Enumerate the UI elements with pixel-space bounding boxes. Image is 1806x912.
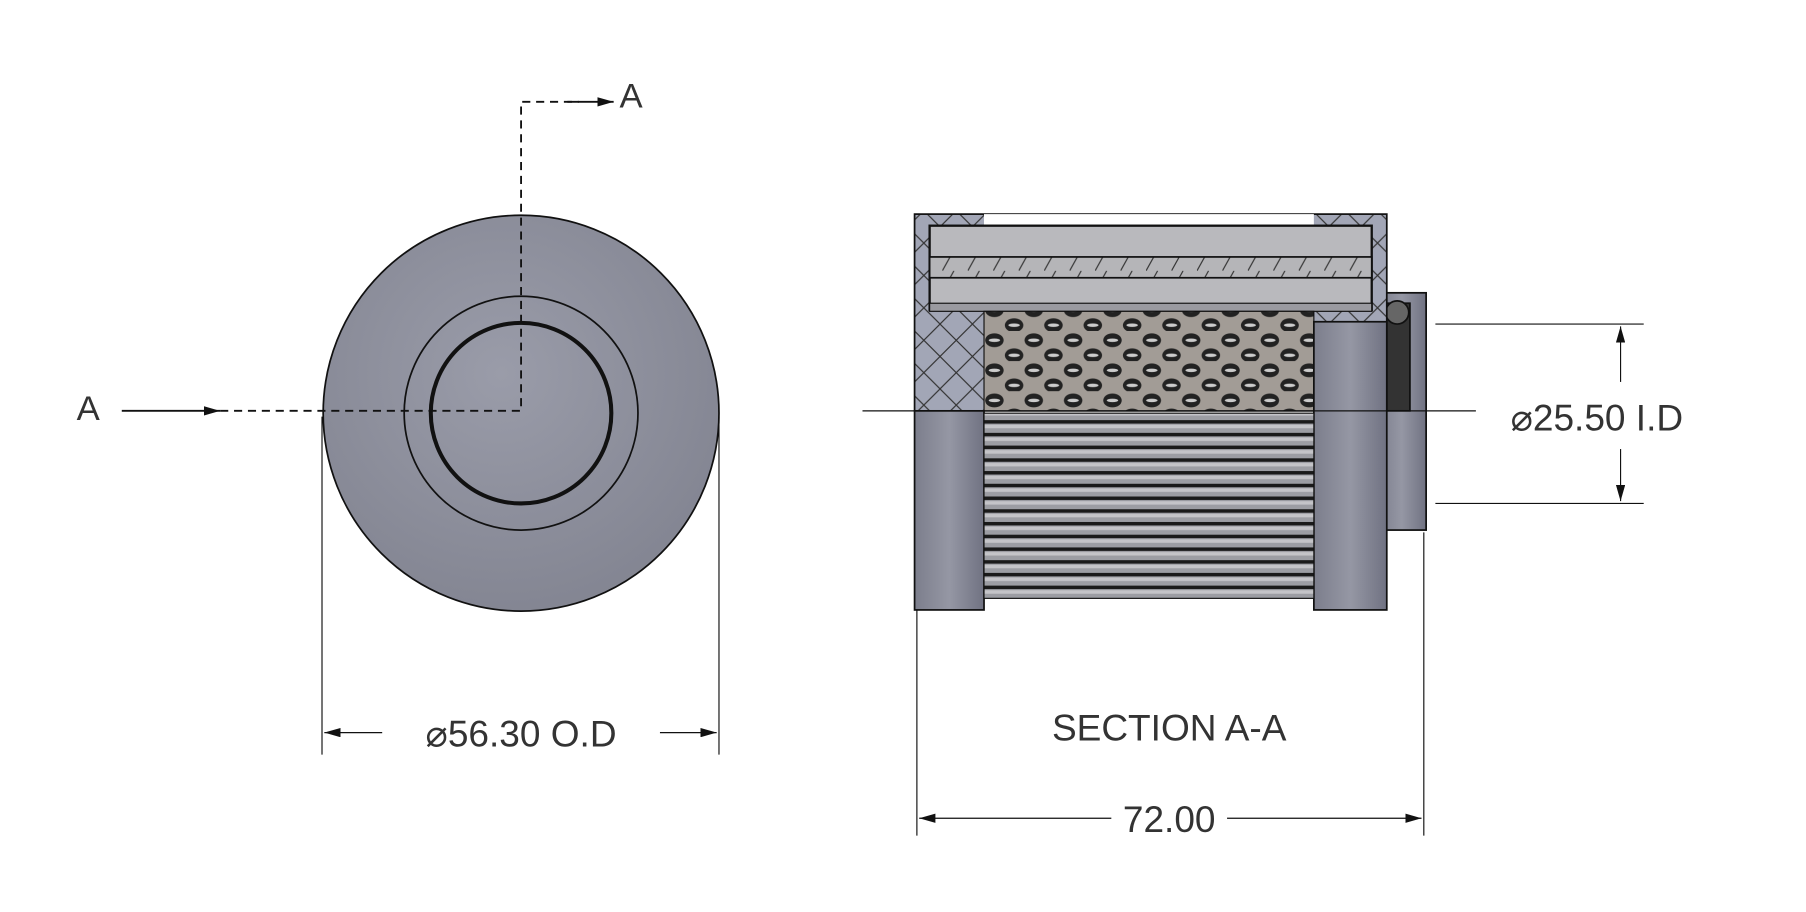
section-cut-line <box>220 100 579 412</box>
hatched-band <box>928 256 1373 279</box>
section-label-top: A <box>619 78 643 116</box>
length-dimension: 72.00 <box>1123 798 1216 840</box>
section-title: SECTION A-A <box>1052 707 1287 749</box>
pleated-media <box>983 412 1315 599</box>
inner-ring <box>403 295 639 531</box>
inner-diameter-dimension: ⌀25.50 I.D <box>1511 397 1683 439</box>
section-label-left: A <box>77 390 101 428</box>
front-view: A A ⌀56.30 O.D <box>77 78 720 755</box>
outer-diameter-dimension: ⌀56.30 O.D <box>426 712 617 754</box>
perforated-core <box>983 310 1315 412</box>
section-view: ⌀25.50 I.D SECTION A-A 72.00 <box>862 213 1683 840</box>
seal-strip <box>929 302 1373 312</box>
right-flange <box>1312 320 1388 611</box>
outer-disc <box>322 214 720 612</box>
o-ring-section <box>1384 300 1410 325</box>
left-flange <box>913 409 985 611</box>
